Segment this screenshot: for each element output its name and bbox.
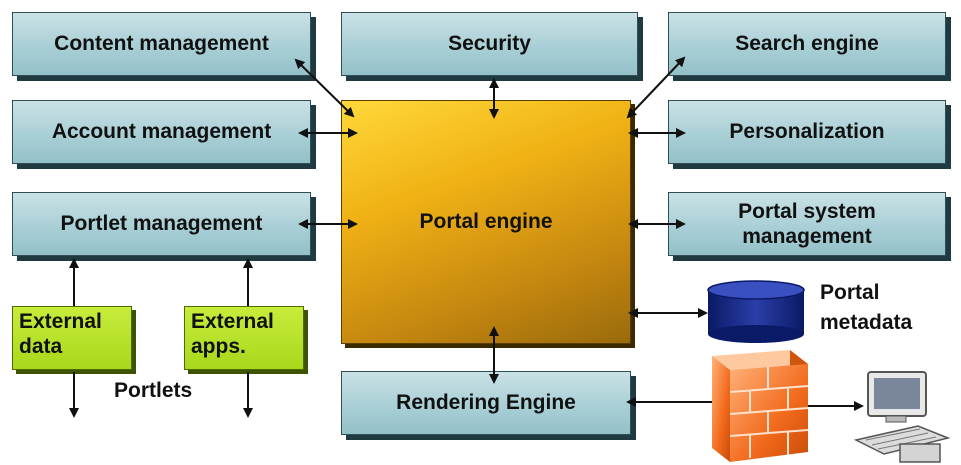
portal-metadata-label: Portal metadata bbox=[820, 278, 912, 339]
external-apps-label-line2: apps. bbox=[191, 335, 246, 359]
search-engine-box: Search engine bbox=[668, 12, 946, 76]
external-data-label-line1: External bbox=[19, 310, 102, 333]
content-management-box: Content management bbox=[12, 12, 311, 76]
portal-system-management-label-line2: management bbox=[742, 225, 872, 248]
portlets-label: Portlets bbox=[114, 379, 193, 402]
security-box: Security bbox=[341, 12, 638, 76]
account-management-label: Account management bbox=[51, 120, 272, 144]
rendering-engine-label: Rendering Engine bbox=[396, 391, 576, 415]
arrow-search-engine bbox=[626, 56, 686, 119]
portal-metadata-label-line2: metadata bbox=[820, 311, 913, 335]
account-management-box: Account management bbox=[12, 100, 311, 164]
external-apps-box: External apps. bbox=[184, 306, 304, 370]
portal-engine-box: Portal engine bbox=[341, 100, 631, 344]
portal-engine-label: Portal engine bbox=[419, 210, 553, 233]
arrow-content-engine bbox=[294, 58, 355, 118]
portal-system-management-label-line1: Portal system bbox=[738, 199, 876, 223]
portlet-management-box: Portlet management bbox=[12, 192, 311, 256]
portlet-management-label: Portlet management bbox=[60, 212, 263, 236]
firewall-icon bbox=[712, 350, 809, 462]
portal-metadata-label-line1: Portal bbox=[820, 281, 880, 304]
search-engine-label: Search engine bbox=[735, 32, 879, 56]
external-data-box: External data bbox=[12, 306, 132, 370]
portal-system-management-box: Portal system management bbox=[668, 192, 946, 256]
external-apps-label-line1: External bbox=[191, 310, 274, 333]
database-icon bbox=[707, 280, 805, 343]
rendering-engine-box: Rendering Engine bbox=[341, 371, 631, 435]
computer-icon bbox=[853, 371, 951, 463]
external-data-label-line2: data bbox=[19, 335, 63, 359]
personalization-label: Personalization bbox=[729, 120, 885, 144]
security-label: Security bbox=[448, 32, 531, 56]
personalization-box: Personalization bbox=[668, 100, 946, 164]
content-management-label: Content management bbox=[54, 32, 269, 56]
